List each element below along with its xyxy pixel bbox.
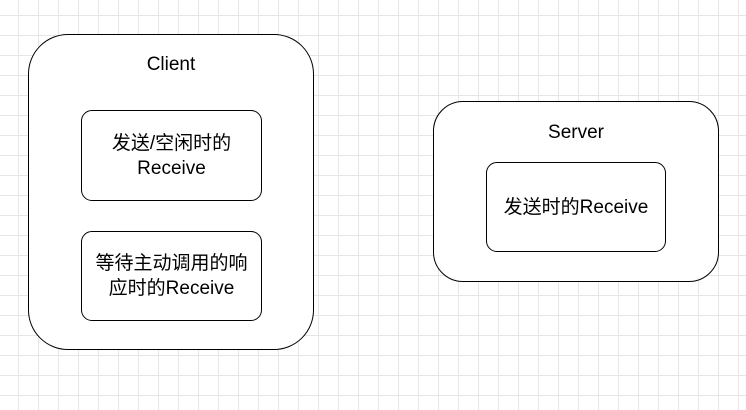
server-container: Server 发送时的Receive — [433, 101, 719, 282]
box-line: 应时的Receive — [108, 278, 235, 299]
client-receive-send-idle-text: 发送/空闲时的 Receive — [112, 131, 231, 181]
client-title: Client — [146, 54, 196, 75]
client-receive-await-response-box: 等待主动调用的响 应时的Receive — [81, 231, 262, 321]
box-line: 发送/空闲时的 — [111, 132, 232, 154]
server-title: Server — [548, 122, 604, 143]
box-line: Receive — [137, 157, 206, 179]
client-receive-send-idle-box: 发送/空闲时的 Receive — [81, 110, 262, 201]
box-line: 发送时的Receive — [503, 196, 649, 218]
server-receive-send-box: 发送时的Receive — [486, 162, 666, 252]
box-line: 等待主动调用的响 — [95, 253, 248, 274]
client-container: Client 发送/空闲时的 Receive 等待主动调用的响 应时的Recei… — [28, 34, 314, 350]
client-receive-await-response-text: 等待主动调用的响 应时的Receive — [95, 251, 247, 301]
